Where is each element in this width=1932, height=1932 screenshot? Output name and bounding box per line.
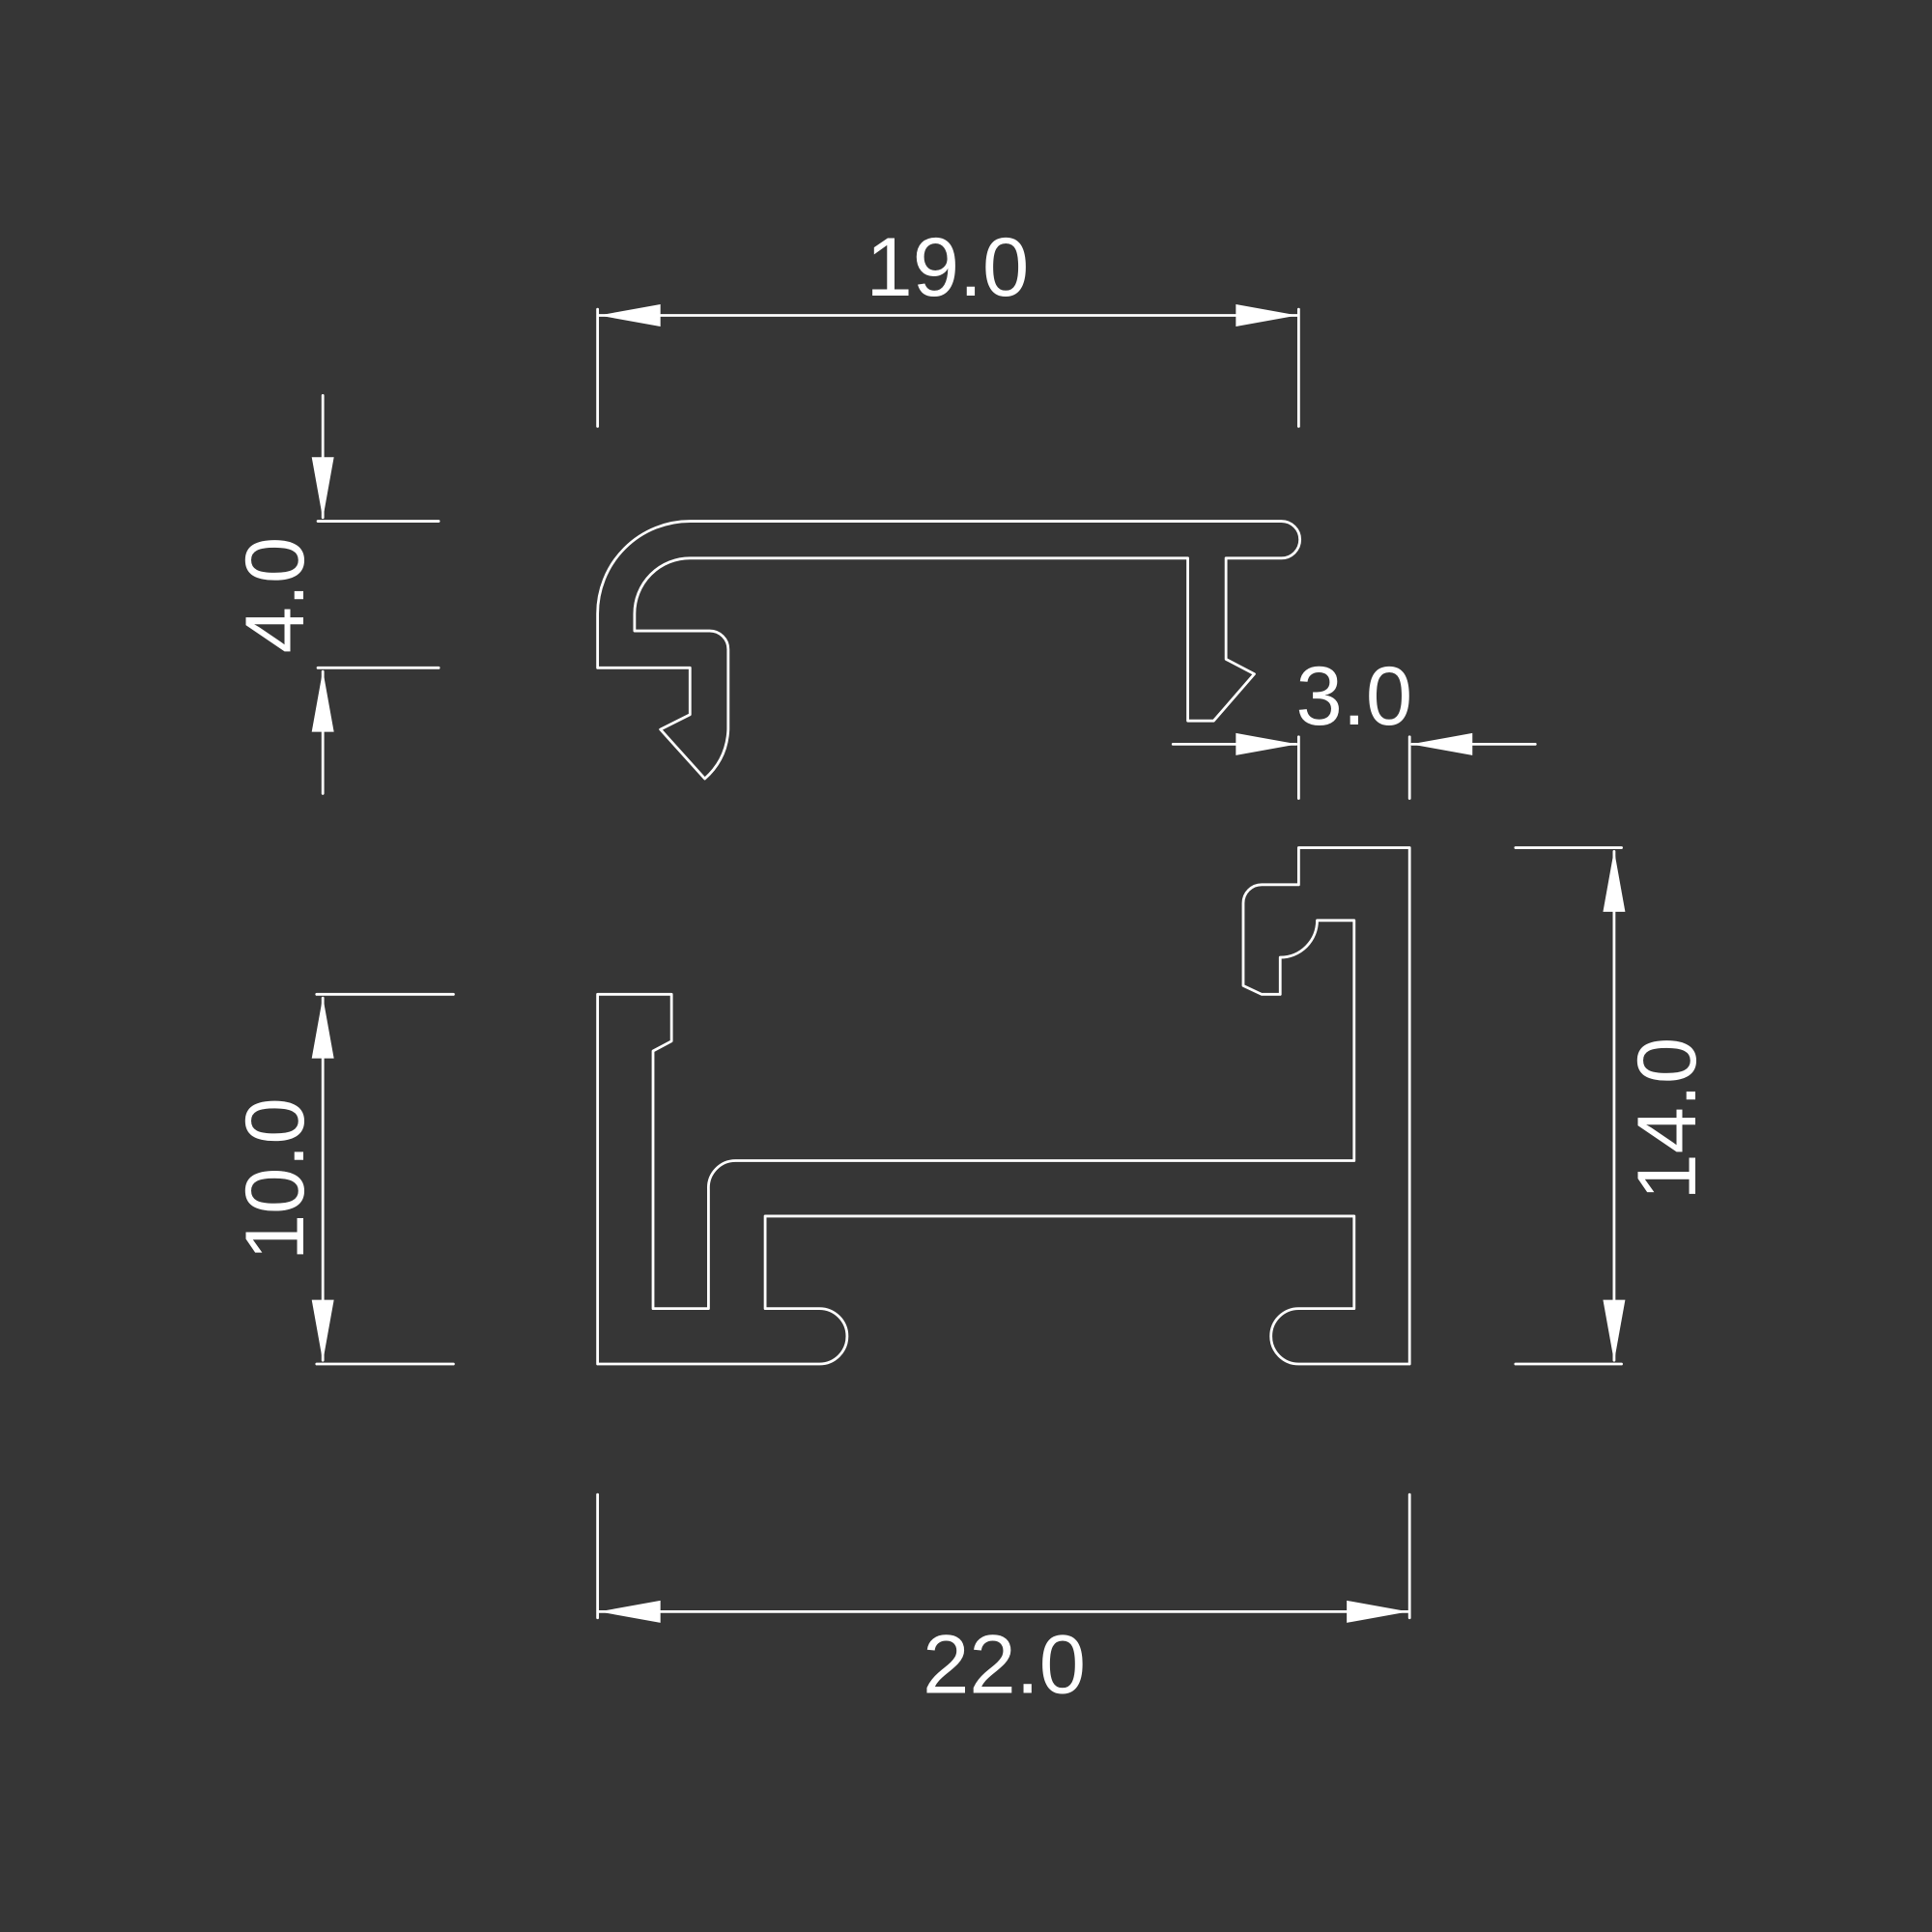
arrowhead xyxy=(1347,1600,1408,1623)
dimension-label-bottom-right-height: 14.0 xyxy=(1620,1037,1714,1201)
arrowhead xyxy=(1410,732,1473,755)
dimension-bottom-width: 22.0 xyxy=(596,1492,1411,1712)
top-profile-outline xyxy=(596,520,1301,781)
dimension-top-height: 4.0 xyxy=(228,394,440,795)
arrowhead xyxy=(1603,1299,1626,1362)
arrowhead xyxy=(311,669,334,732)
arrowhead xyxy=(311,457,334,519)
dimension-top-width: 19.0 xyxy=(596,220,1300,428)
dimension-bottom-left-height: 10.0 xyxy=(228,992,455,1366)
dimension-label-top-height: 4.0 xyxy=(228,537,322,654)
dimension-gap: 3.0 xyxy=(1171,649,1537,800)
bottom-profile-outline xyxy=(596,846,1411,1366)
arrowhead xyxy=(311,1299,334,1362)
dimension-label-gap: 3.0 xyxy=(1296,649,1413,743)
arrowhead xyxy=(1236,732,1298,755)
dimension-bottom-right-height: 14.0 xyxy=(1514,846,1714,1366)
arrowhead xyxy=(598,304,661,327)
arrowhead xyxy=(311,996,334,1059)
dimension-label-bottom-left-height: 10.0 xyxy=(228,1097,322,1261)
arrowhead xyxy=(598,1600,661,1623)
arrowhead xyxy=(1236,304,1298,327)
dimension-label-bottom-width: 22.0 xyxy=(923,1618,1086,1712)
dimension-label-top-width: 19.0 xyxy=(866,220,1029,314)
arrowhead xyxy=(1603,850,1626,912)
